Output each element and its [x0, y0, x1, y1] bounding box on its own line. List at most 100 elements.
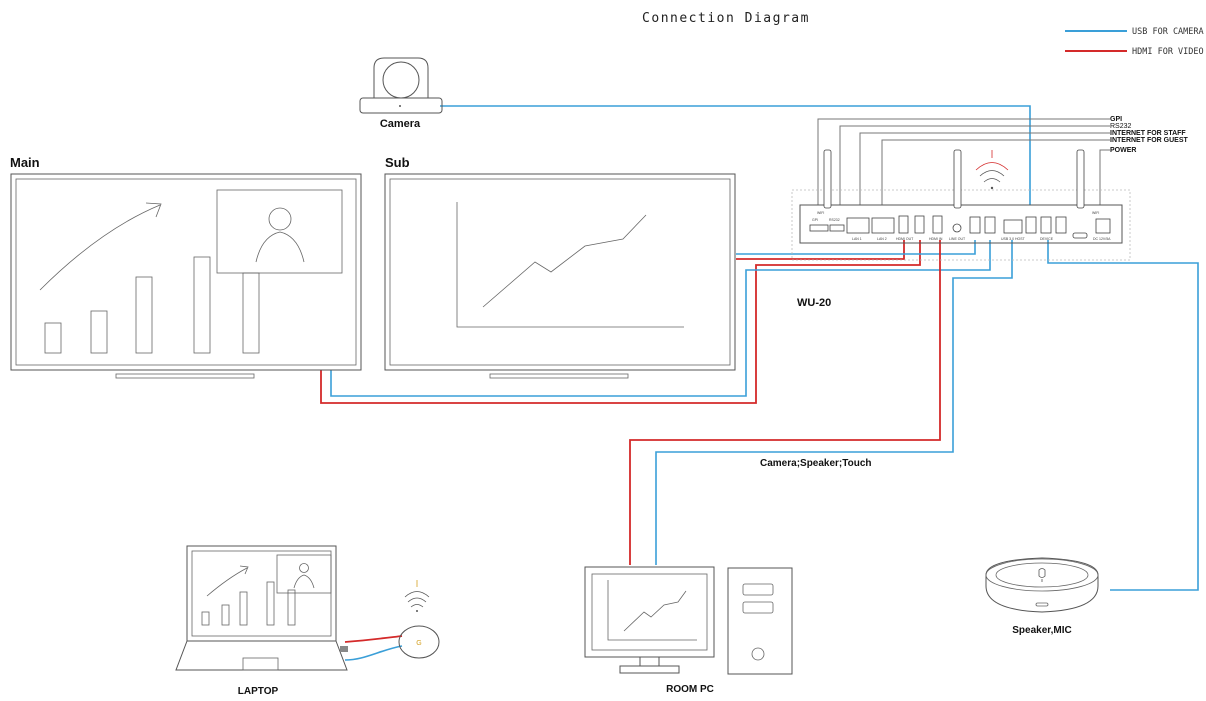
wu20-hub[interactable]: GPI RS232 LAN 1 LAN 2 HDMI OUT HDMI IN L…	[791, 149, 1131, 309]
laptop-dongle-usb	[344, 645, 403, 661]
camera-lens	[382, 61, 420, 99]
usb-device-port[interactable]	[1003, 219, 1023, 234]
legend-hdmi-label: HDMI FOR VIDEO	[1132, 47, 1204, 57]
main-display-bezel	[10, 173, 362, 371]
pc-drive-bay	[742, 601, 774, 614]
cable-label: Camera;Speaker;Touch	[760, 458, 872, 469]
speaker-top-inner	[995, 562, 1089, 588]
sub-display-stand	[489, 373, 629, 379]
laptop-touchpad	[242, 657, 279, 671]
room-pc[interactable]: ROOM PC	[584, 566, 793, 695]
laptop-label: LAPTOP	[238, 686, 279, 697]
dc-in-port[interactable]	[1095, 218, 1111, 234]
sub-display[interactable]: Sub	[384, 155, 736, 379]
antenna-center	[953, 149, 962, 209]
usb-port-e[interactable]	[1055, 216, 1067, 234]
speaker-label: Speaker,MIC	[1012, 625, 1071, 636]
laptop-video-window	[276, 554, 332, 594]
power-line	[1099, 149, 1110, 205]
speaker-mic[interactable]: Speaker,MIC	[985, 557, 1099, 636]
main-bar	[193, 256, 211, 354]
cables	[320, 105, 1199, 661]
lan1-port[interactable]	[846, 217, 870, 234]
pc-power-button[interactable]	[751, 647, 765, 661]
speaker-top	[985, 558, 1099, 592]
lan2-port[interactable]	[871, 217, 895, 234]
usb-speaker-cable	[1047, 240, 1199, 591]
rs232-line	[839, 125, 1110, 205]
sub-display-bezel	[384, 173, 736, 371]
laptop-arrowhead	[239, 565, 249, 575]
dongle-plug	[340, 646, 348, 652]
sub-display-label: Sub	[385, 155, 410, 170]
gpi-port[interactable]	[809, 224, 829, 232]
hdmi-pc-cable	[629, 240, 941, 565]
dongle-logo: G	[416, 640, 421, 647]
usb-port-d[interactable]	[1040, 216, 1052, 234]
pc-monitor-neck	[639, 657, 660, 667]
port-label-wifi-right: WIFI	[1092, 211, 1099, 215]
hdmi-in-port[interactable]	[932, 215, 943, 234]
antenna-right	[1076, 149, 1085, 209]
laptop-trend	[206, 567, 248, 597]
diagram-title: Connection Diagram	[642, 11, 810, 26]
camera-bracket	[373, 57, 429, 98]
laptop-bar	[266, 581, 275, 626]
wireless-dongle[interactable]: G	[340, 580, 440, 659]
usb-pc-cable	[655, 240, 1013, 565]
speaker-led	[1035, 602, 1049, 607]
usb-main-cable	[330, 240, 991, 397]
side-label-power: POWER	[1110, 147, 1136, 154]
hdmi-out1-port[interactable]	[898, 215, 909, 234]
main-display[interactable]: Main	[10, 155, 362, 379]
pc-monitor-frame	[584, 566, 715, 658]
legend-usb-label: USB FOR CAMERA	[1132, 27, 1204, 37]
port-label-line-out: LINE OUT	[949, 237, 966, 241]
main-display-label: Main	[10, 155, 40, 170]
hdmi-out2-port[interactable]	[914, 215, 925, 234]
mic-icon	[1038, 568, 1046, 582]
dongle-wifi-icon	[404, 580, 430, 612]
port-label-device-group: DEVICE	[1040, 237, 1054, 241]
main-person-body	[255, 231, 305, 263]
staff-internet-line	[859, 132, 1110, 205]
laptop-person-body	[293, 574, 315, 589]
camera[interactable]: Camera	[359, 57, 443, 130]
laptop-bar	[239, 591, 248, 626]
main-video-window	[216, 189, 343, 274]
hdmi-main-cable	[320, 240, 921, 404]
camera-usb-cable	[440, 105, 1031, 205]
main-bar	[90, 310, 108, 354]
usb-port-a[interactable]	[969, 216, 981, 234]
side-label-staff: INTERNET FOR STAFF	[1110, 130, 1186, 137]
laptop-bar	[287, 589, 296, 626]
pc-monitor-foot	[619, 665, 680, 674]
usb-port-c[interactable]	[1025, 216, 1037, 234]
main-trend-arrow	[39, 204, 161, 291]
camera-indicator	[399, 105, 401, 107]
port-label-lan2: LAN 2	[877, 237, 887, 241]
sub-line-plot	[482, 214, 647, 308]
port-label-gpi: GPI	[812, 218, 818, 222]
laptop[interactable]: LAPTOP	[175, 545, 348, 697]
laptop-bar	[201, 611, 210, 626]
guest-internet-line	[881, 139, 1110, 205]
main-display-stand	[115, 373, 255, 379]
main-bar	[242, 272, 260, 354]
rs232-port[interactable]	[829, 224, 845, 232]
pc-line-plot	[623, 590, 687, 632]
pc-tower	[727, 567, 793, 675]
main-bar	[44, 322, 62, 354]
dongle-body	[398, 625, 440, 659]
laptop-screen-frame	[186, 545, 337, 642]
port-label-rs232: RS232	[829, 218, 840, 222]
line-out-port[interactable]	[952, 223, 962, 233]
hub-side-labels: GPI RS232 INTERNET FOR STAFF INTERNET FO…	[1110, 116, 1189, 154]
sub-display-screen	[389, 178, 731, 366]
usb-port-b[interactable]	[984, 216, 996, 234]
laptop-base	[175, 640, 348, 671]
gpi-line	[817, 118, 1110, 205]
speaker-body	[985, 557, 1099, 613]
usb-c-port[interactable]	[1072, 232, 1088, 239]
